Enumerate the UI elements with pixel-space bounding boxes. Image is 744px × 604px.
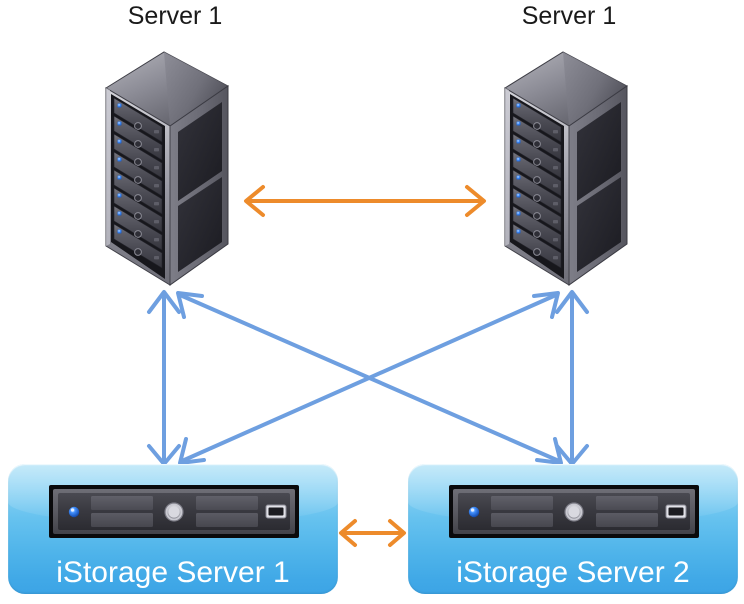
server-left-label: Server 1 xyxy=(127,2,223,30)
connector-storage-to-storage xyxy=(339,519,406,547)
connector-server-left-to-istorage-1 xyxy=(147,290,181,466)
storage-appliance-icon-2 xyxy=(448,484,700,539)
connector-server-right-to-istorage-1 xyxy=(178,291,560,465)
connector-server-to-server xyxy=(244,185,486,217)
istorage-server-2-label: iStorage Server 2 xyxy=(456,556,690,589)
istorage-server-1-node[interactable]: iStorage Server 1 xyxy=(8,464,338,594)
server-rack-icon-right[interactable] xyxy=(497,46,631,289)
server-right-label: Server 1 xyxy=(521,2,617,30)
connector-server-left-to-istorage-2 xyxy=(176,291,563,465)
connector-server-right-to-istorage-2 xyxy=(555,290,589,466)
istorage-server-1-label: iStorage Server 1 xyxy=(56,556,290,589)
storage-appliance-icon-1 xyxy=(48,484,300,539)
server-rack-icon-left[interactable] xyxy=(98,46,232,289)
istorage-server-2-node[interactable]: iStorage Server 2 xyxy=(408,464,738,594)
